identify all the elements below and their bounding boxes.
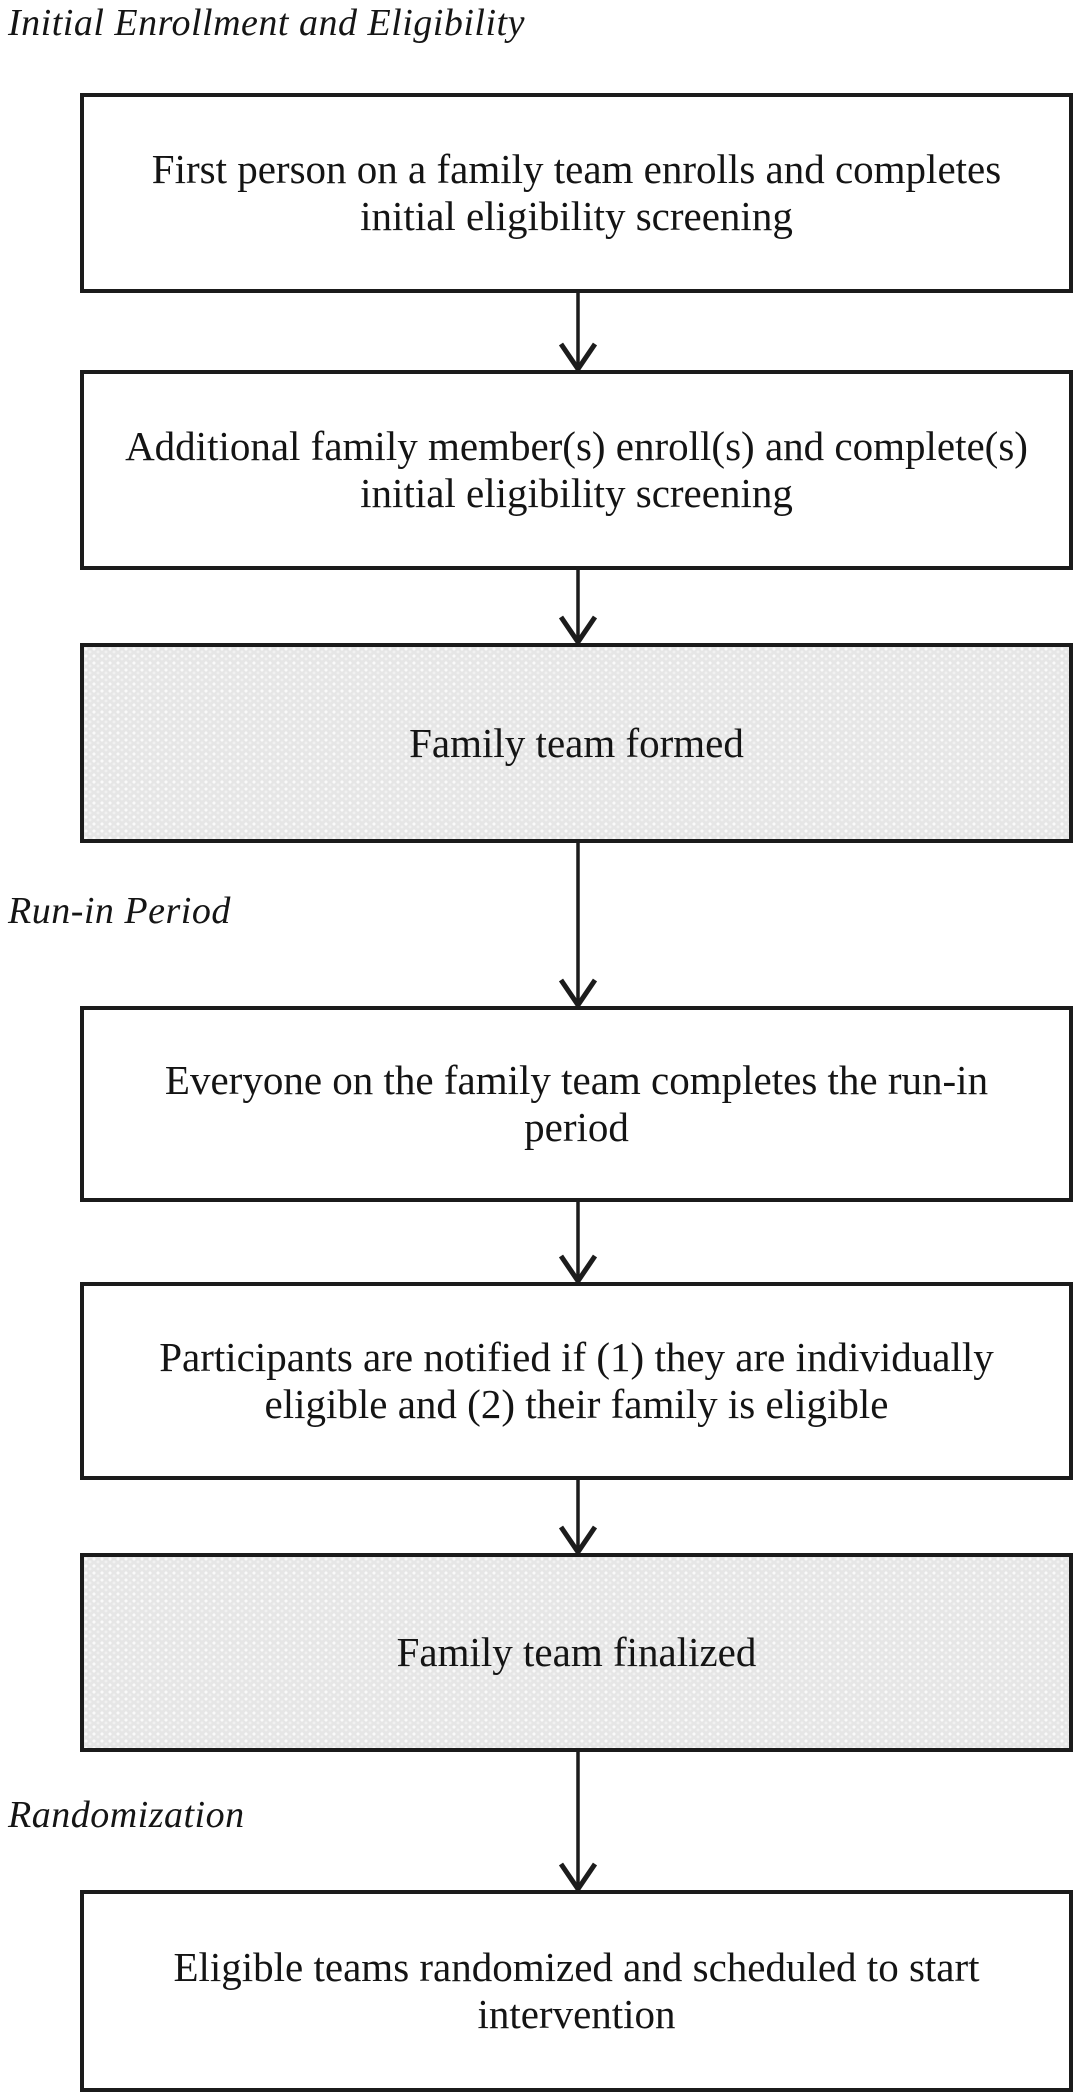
down-arrow-icon xyxy=(558,1478,598,1555)
flow-box-text: Eligible teams randomized and scheduled … xyxy=(173,1944,980,2037)
flow-box-text: Family team formed xyxy=(409,719,744,766)
down-arrow-icon xyxy=(558,1200,598,1284)
flow-box-teams-randomized: Eligible teams randomized and scheduled … xyxy=(80,1890,1073,2092)
section-label-run-in-period: Run-in Period xyxy=(8,890,231,932)
flow-box-text: Participants are notified if (1) they ar… xyxy=(159,1334,994,1427)
flow-box-text: First person on a family team enrolls an… xyxy=(151,146,1002,239)
section-label-randomization: Randomization xyxy=(8,1794,245,1836)
flow-box-text: Family team finalized xyxy=(396,1629,757,1676)
flow-box-family-team-finalized: Family team finalized xyxy=(80,1553,1073,1752)
down-arrow-icon xyxy=(558,291,598,372)
down-arrow-icon xyxy=(558,1750,598,1892)
flow-box-additional-members-enroll: Additional family member(s) enroll(s) an… xyxy=(80,370,1073,570)
flow-box-run-in-completed: Everyone on the family team completes th… xyxy=(80,1006,1073,1202)
flow-box-first-person-enrolls: First person on a family team enrolls an… xyxy=(80,93,1073,293)
flow-box-text: Additional family member(s) enroll(s) an… xyxy=(125,423,1028,516)
down-arrow-icon xyxy=(558,841,598,1008)
section-label-initial-enrollment-and-eligibility: Initial Enrollment and Eligibility xyxy=(8,2,525,44)
flow-box-text: Everyone on the family team completes th… xyxy=(164,1057,989,1150)
flow-box-participants-notified: Participants are notified if (1) they ar… xyxy=(80,1282,1073,1480)
down-arrow-icon xyxy=(558,566,598,645)
flow-box-family-team-formed: Family team formed xyxy=(80,643,1073,843)
